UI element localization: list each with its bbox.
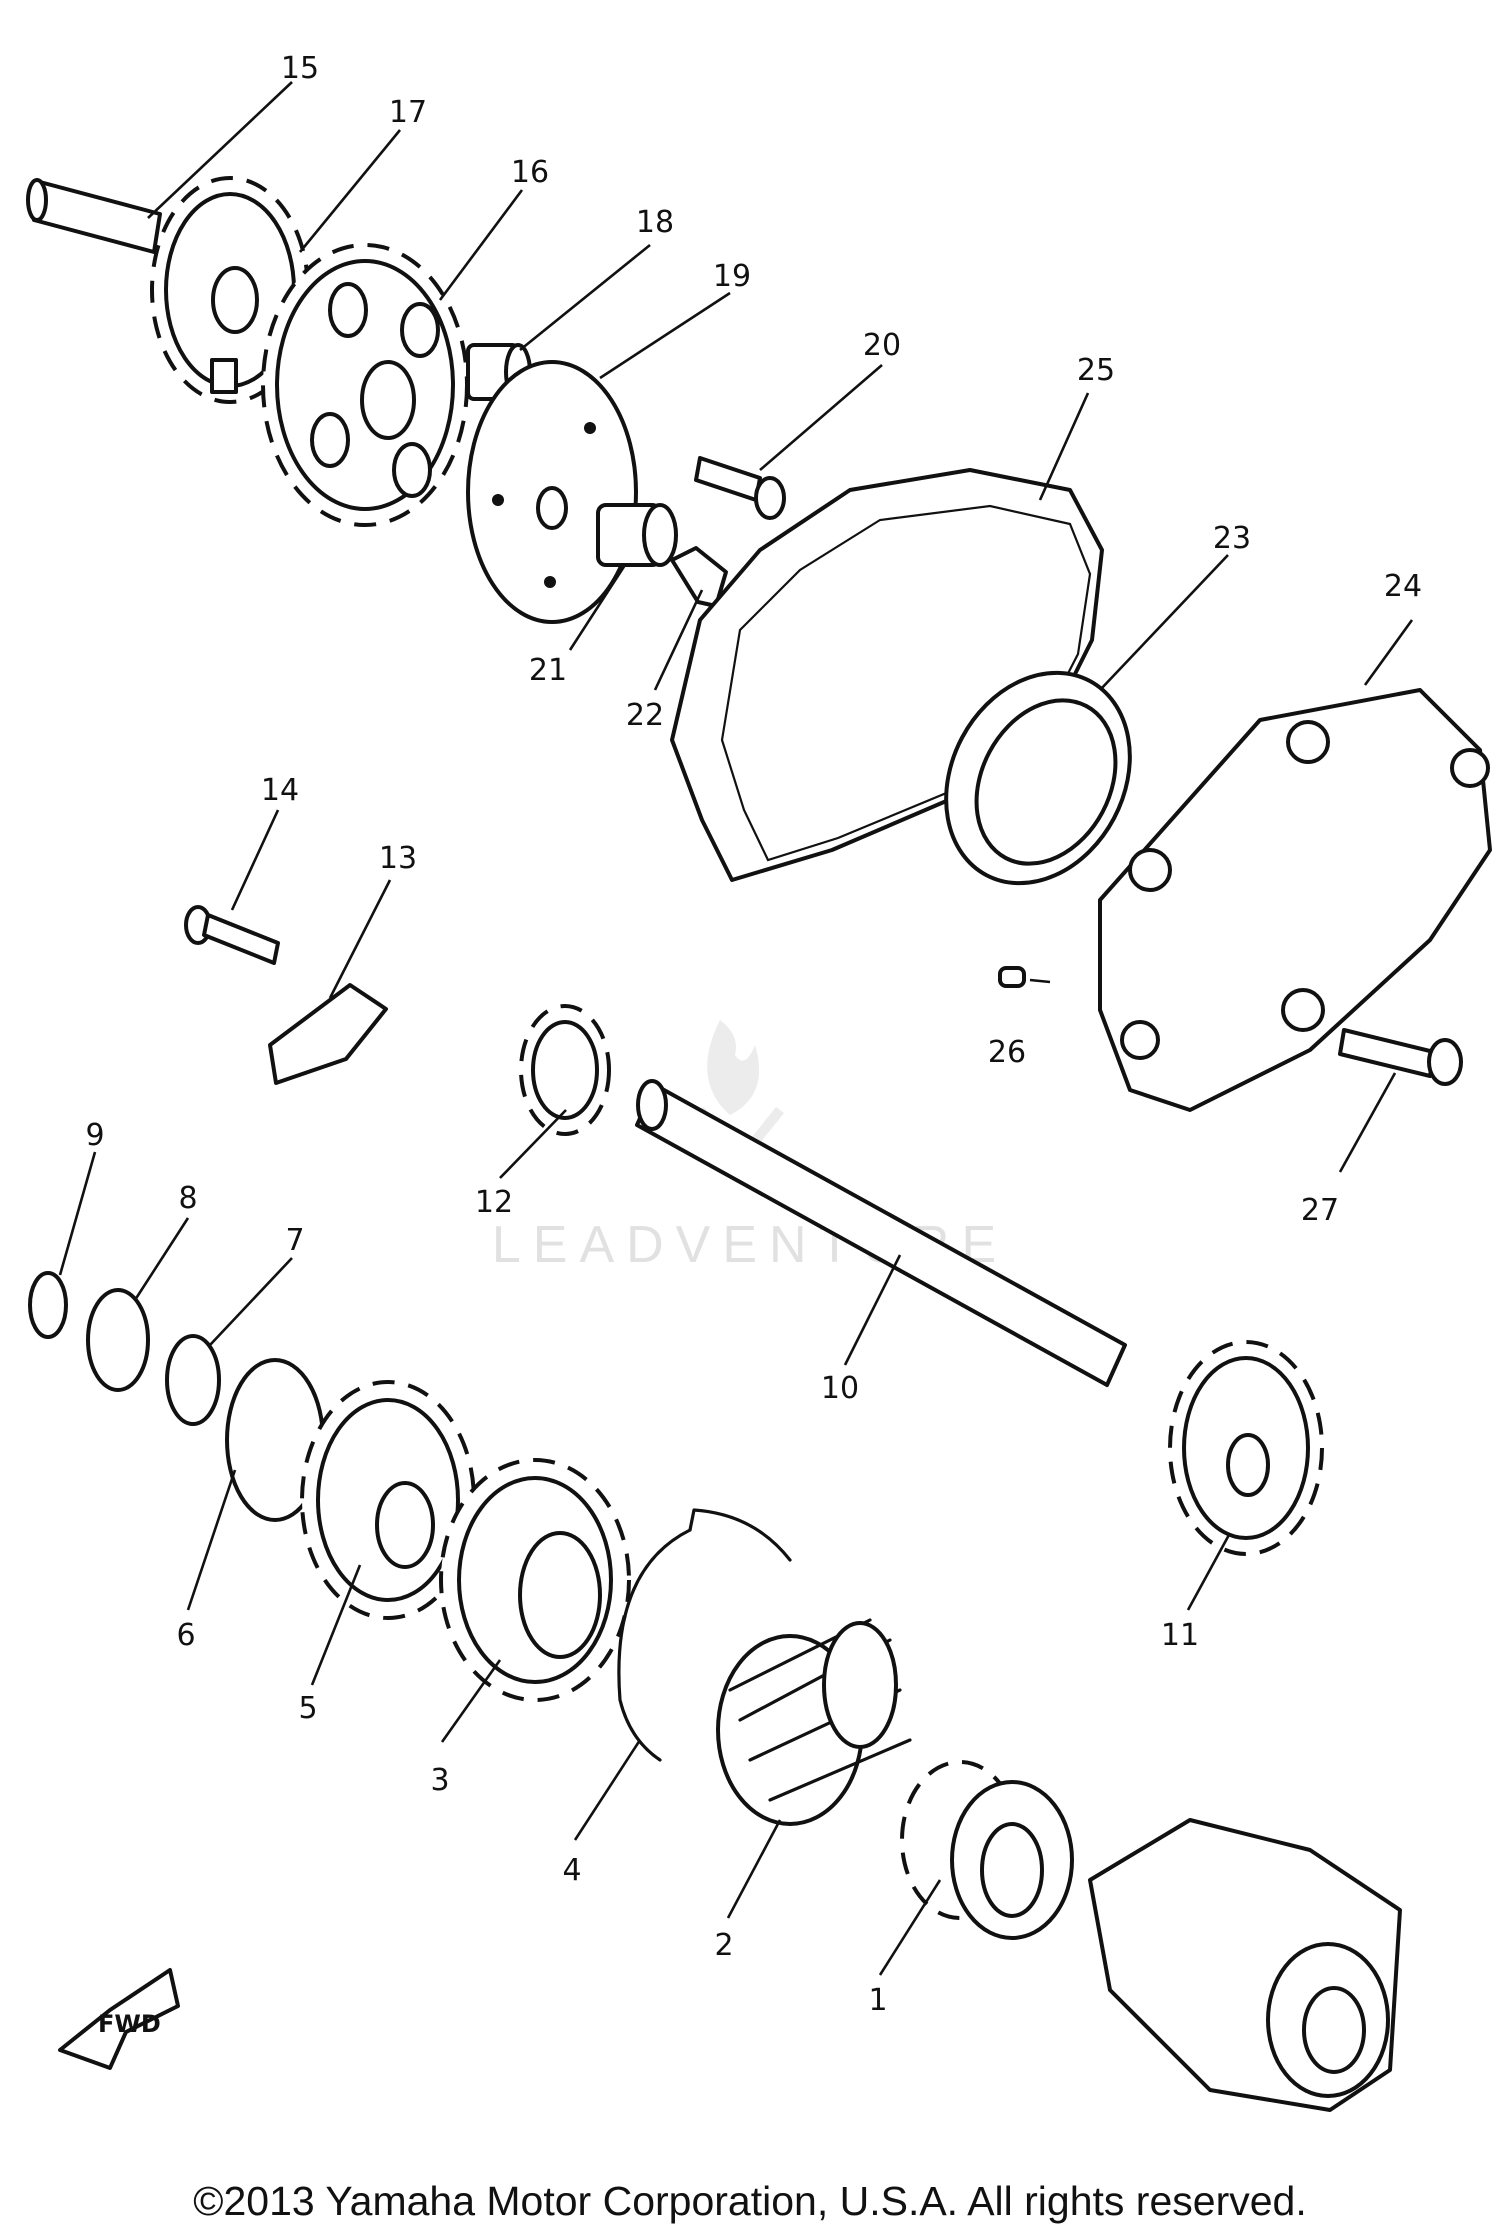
part-26-dowel: [998, 966, 1026, 988]
part-12-gear: [519, 1004, 611, 1136]
part-1-ratchet: [900, 1760, 1074, 1940]
callout-3: 3: [430, 1763, 449, 1798]
callout-21: 21: [529, 653, 567, 688]
callout-8: 8: [178, 1181, 197, 1216]
callout-17: 17: [389, 95, 427, 130]
part-27-bolt: [1338, 1028, 1463, 1086]
part-10-shaft: [635, 1079, 1127, 1387]
callout-18: 18: [636, 205, 674, 240]
part-20-bolt: [694, 456, 786, 520]
callout-26: 26: [988, 1035, 1026, 1070]
callout-13: 13: [379, 841, 417, 876]
part-3-gear: [439, 1458, 631, 1702]
callout-9: 9: [85, 1118, 104, 1153]
callout-19: 19: [713, 259, 751, 294]
part-17-gear: [150, 176, 310, 404]
part-16-gear: [261, 243, 469, 527]
part-14-bolt: [184, 905, 280, 965]
callout-22: 22: [626, 698, 664, 733]
callout-1: 1: [868, 1983, 887, 2018]
part-13-lock-washer: [268, 983, 388, 1085]
part-19-plate: [466, 360, 638, 624]
callout-7: 7: [285, 1223, 304, 1258]
part-23-seal: [944, 670, 1132, 886]
callout-14: 14: [261, 773, 299, 808]
fwd-arrow-icon: FWD: [58, 1968, 180, 2070]
callout-23: 23: [1213, 521, 1251, 556]
copyright-footer: ©2013 Yamaha Motor Corporation, U.S.A. A…: [193, 2178, 1307, 2224]
callout-11: 11: [1161, 1618, 1199, 1653]
part-9-circlip: [28, 1271, 68, 1339]
callout-15: 15: [281, 51, 319, 86]
part-8-washer: [86, 1288, 150, 1392]
callout-labels: 1 2 3 4 5 6 7 8 9 10 11 12 13 14 15 16 1…: [85, 51, 1422, 2018]
callout-6: 6: [176, 1618, 195, 1653]
callout-25: 25: [1077, 353, 1115, 388]
part-2-spring: [716, 1618, 912, 1826]
callout-2: 2: [714, 1928, 733, 1963]
fwd-label: FWD: [98, 2010, 161, 2038]
part-24-cover: [1098, 688, 1492, 1112]
callout-24: 24: [1384, 569, 1422, 604]
callout-10: 10: [821, 1371, 859, 1406]
part-22-clip: [670, 546, 728, 608]
callout-20: 20: [863, 328, 901, 363]
part-21-collar: [596, 503, 678, 567]
callout-16: 16: [511, 155, 549, 190]
leader-lines: [58, 81, 1414, 1976]
callout-12: 12: [475, 1185, 513, 1220]
part-15-shaft: [26, 178, 162, 254]
part-11-gear: [1168, 1340, 1324, 1556]
callout-4: 4: [562, 1853, 581, 1888]
part-7-clip: [165, 1334, 221, 1426]
part-5-gear: [300, 1380, 476, 1620]
callout-27: 27: [1301, 1193, 1339, 1228]
kick-starter-boss: [1088, 1818, 1402, 2112]
callout-5: 5: [298, 1691, 317, 1726]
